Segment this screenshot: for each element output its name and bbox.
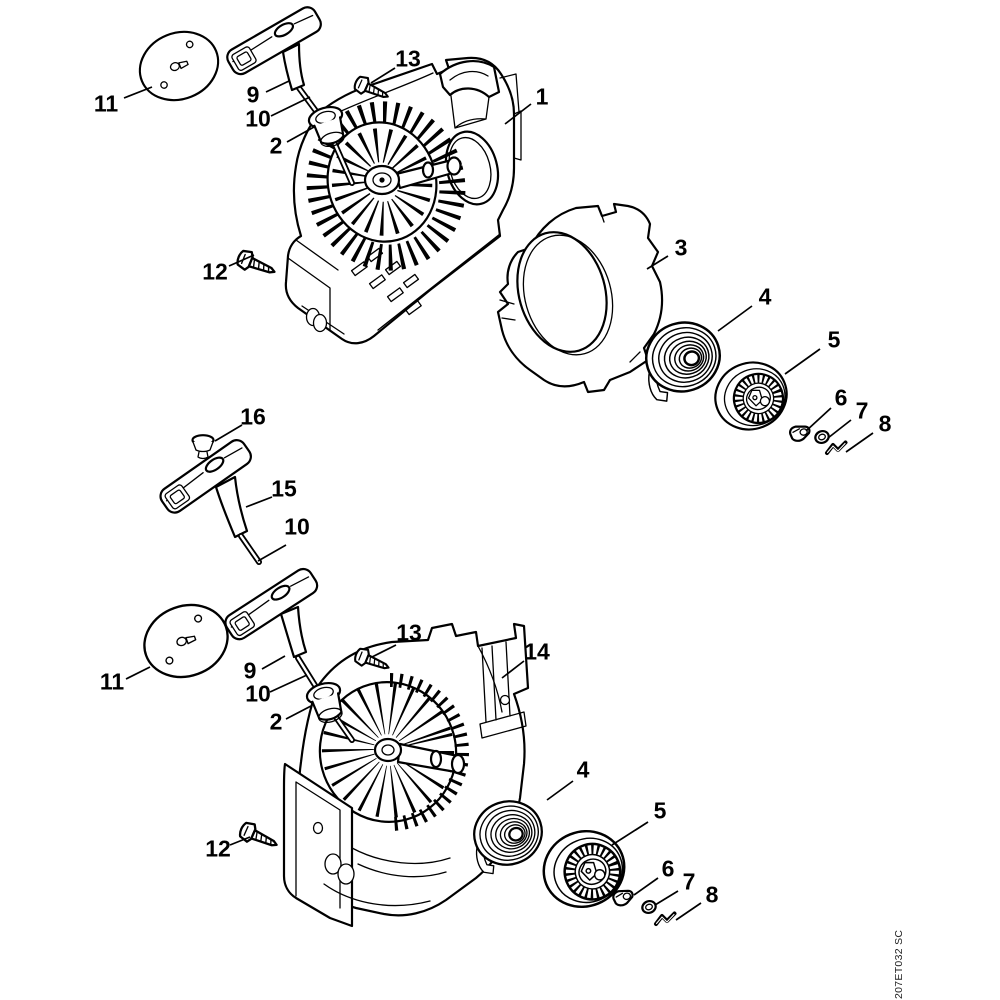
- callout-13-bottom: 13: [396, 619, 422, 646]
- callout-2-bottom: 2: [269, 708, 283, 735]
- drawing-code: 207ET032 SC: [893, 929, 905, 999]
- callout-9-top: 9: [246, 81, 260, 108]
- washer-part-7-top: [812, 428, 832, 446]
- callout-11-top: 11: [93, 90, 119, 117]
- leader-lines: [123, 67, 874, 921]
- callout-4-top: 4: [758, 283, 772, 310]
- callout-5-bottom: 5: [653, 797, 667, 824]
- callout-5-top: 5: [827, 326, 841, 353]
- pawl-part-6-top: [787, 422, 813, 444]
- callout-3: 3: [674, 234, 688, 261]
- callout-10-middle: 10: [284, 513, 310, 540]
- starter-grip-part-9-bottom: [220, 564, 322, 659]
- callout-7-bottom: 7: [682, 868, 696, 895]
- handle-cap-part-16: [191, 434, 215, 460]
- starter-grip-part-15-middle: [155, 435, 256, 539]
- starter-rope-part-10-middle: [238, 533, 262, 565]
- starter-grip-part-9-top: [222, 2, 326, 92]
- callout-14: 14: [524, 638, 550, 665]
- cover-plate-part-11-top: [128, 19, 230, 113]
- callout-8-bottom: 8: [705, 881, 719, 908]
- clip-part-8-top: [825, 440, 848, 455]
- callout-1: 1: [535, 83, 549, 110]
- callout-6-bottom: 6: [661, 855, 675, 882]
- callout-9-bottom: 9: [243, 657, 257, 684]
- screw-part-12-bottom: [236, 819, 282, 855]
- fan-housing-part-14: [282, 622, 530, 928]
- callout-8-top: 8: [878, 410, 892, 437]
- callout-10-bottom: 10: [245, 680, 271, 707]
- callout-2-top: 2: [269, 132, 283, 159]
- cover-plate-part-11-bottom: [133, 592, 239, 690]
- callout-7-top: 7: [855, 397, 869, 424]
- callout-6-top: 6: [834, 384, 848, 411]
- callout-11-bottom: 11: [99, 668, 125, 695]
- callout-12-top: 12: [202, 258, 228, 285]
- clip-part-8-bottom: [654, 911, 677, 926]
- callout-12-bottom: 12: [205, 835, 231, 862]
- callout-10-top: 10: [245, 105, 271, 132]
- callout-13-top: 13: [395, 45, 421, 72]
- callout-15: 15: [271, 475, 297, 502]
- callout-4-bottom: 4: [576, 756, 590, 783]
- shroud-ring-part-3: [496, 202, 664, 394]
- fan-housing-part-1: [284, 56, 522, 345]
- washer-part-7-bottom: [639, 898, 659, 916]
- callout-16: 16: [240, 403, 266, 430]
- screw-part-12-top: [233, 247, 280, 282]
